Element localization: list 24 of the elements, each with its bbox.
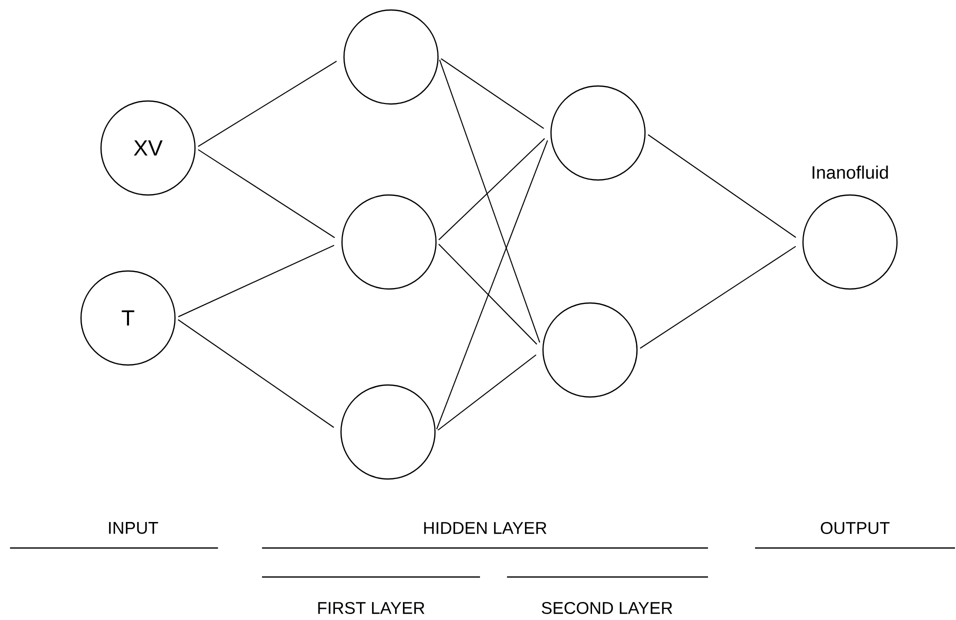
layer-label: FIRST LAYER [318,602,424,614]
neuron-circle [550,85,646,181]
neuron-circle [542,302,638,398]
node-caption: Inanofluid [812,166,888,179]
layer-label: SECOND LAYER [542,602,672,614]
connection-line [437,354,537,431]
layer-label: HIDDEN LAYER [424,522,546,534]
neuron-circle [802,194,898,290]
connection-line [640,246,796,349]
connection-line [198,60,338,147]
connection-line [438,244,538,345]
connection-line [438,138,546,240]
layer-label: OUTPUT [820,522,890,534]
connection-line [440,58,544,129]
connection-line [648,134,796,238]
layer-label: INPUT [109,522,158,534]
neuron-circle [343,9,439,105]
neuron-circle [340,384,436,480]
connection-line [198,149,336,238]
connection-line [178,244,335,318]
connection-line [439,59,540,343]
neuron-circle [341,194,437,290]
connection-line [436,140,548,430]
connection-line [178,319,334,428]
